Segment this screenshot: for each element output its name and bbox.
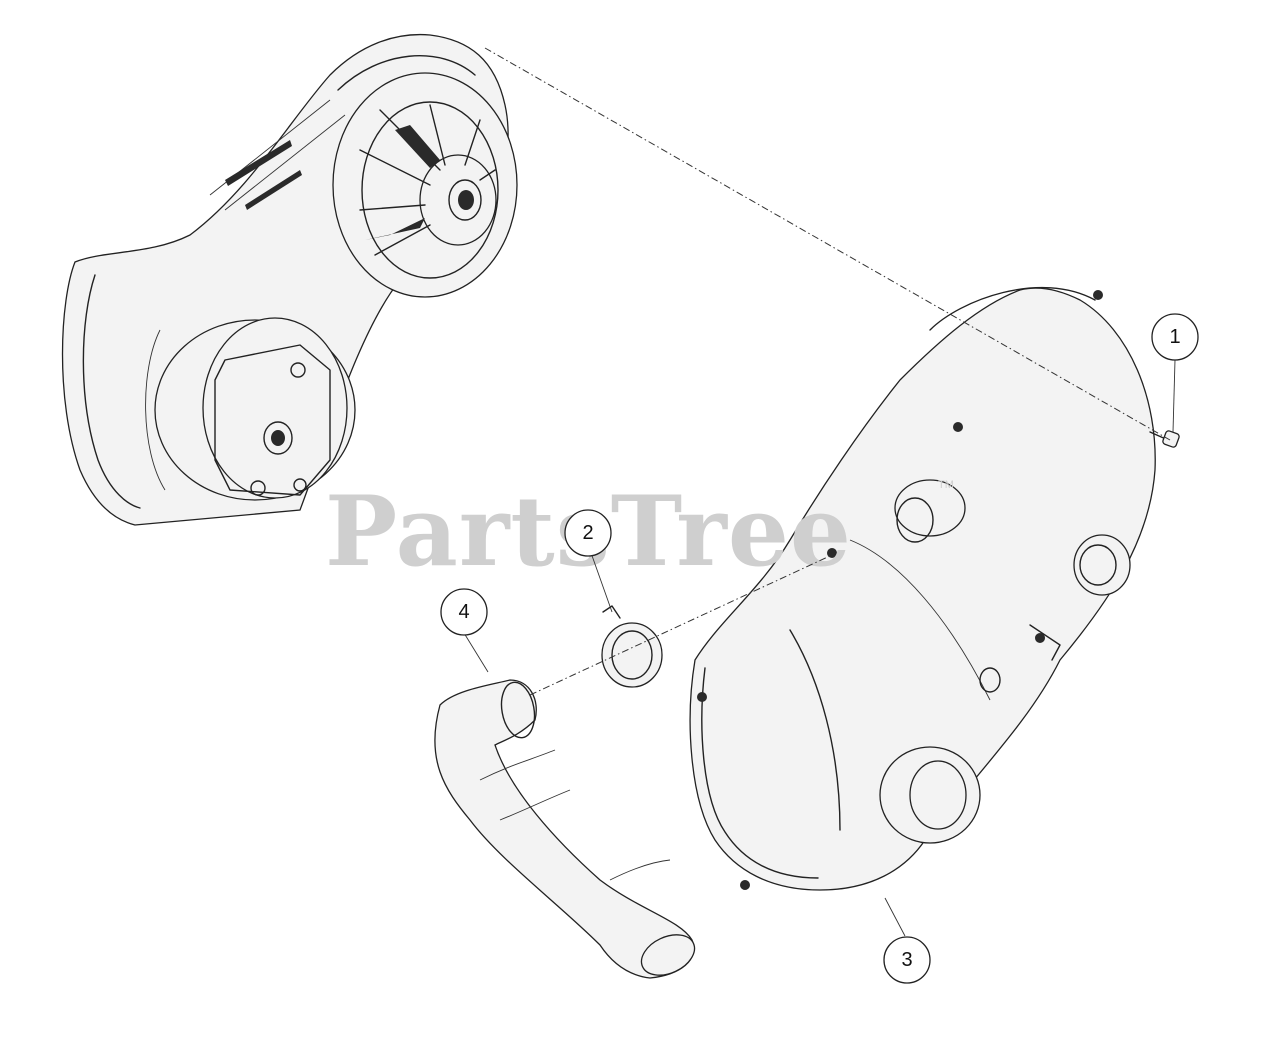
- watermark-trademark: TM: [938, 479, 954, 491]
- callout-3-number: 3: [901, 949, 912, 971]
- cover-bolt: [1149, 430, 1180, 448]
- callout-2-number: 2: [582, 522, 593, 544]
- callout-3: 3: [883, 936, 931, 984]
- callout-4-number: 4: [458, 601, 469, 623]
- callout-1: 1: [1151, 313, 1199, 361]
- drive-clutch: [145, 317, 356, 501]
- leader-lines: [463, 47, 1176, 937]
- outer-clutch-cover: [689, 286, 1156, 891]
- callout-1-number: 1: [1169, 326, 1180, 348]
- hose-clamp: [601, 605, 663, 688]
- duct-hose: [434, 679, 696, 979]
- driven-clutch: [332, 72, 518, 298]
- callout-2: 2: [564, 509, 612, 557]
- callout-4: 4: [440, 588, 488, 636]
